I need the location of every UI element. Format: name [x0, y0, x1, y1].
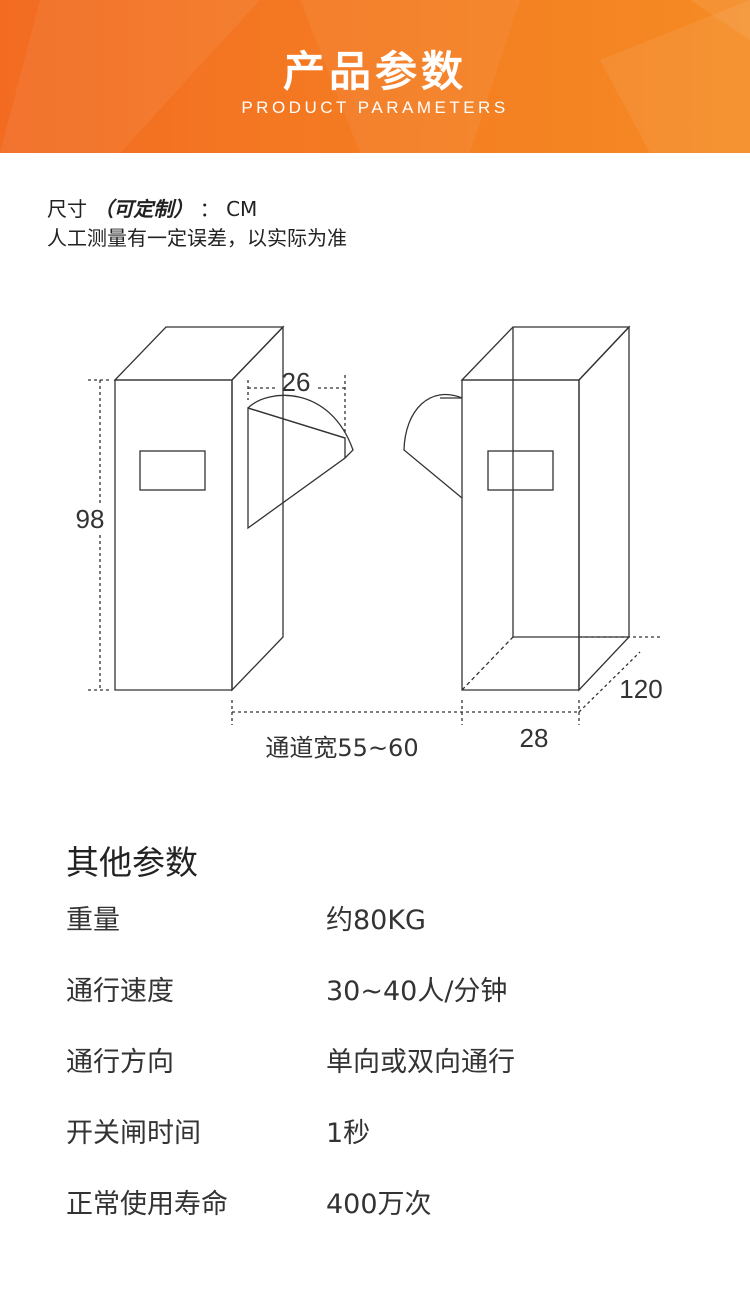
left-arm [247, 394, 354, 530]
param-row-weight: 重量 约80KG [66, 898, 686, 938]
arm-dimension-label: 26 [282, 367, 311, 397]
param-key: 通行速度 [66, 976, 174, 1007]
param-row-direction: 通行方向 单向或双向通行 [66, 1040, 686, 1080]
dimension-lines [88, 375, 660, 725]
right-arm [403, 393, 463, 499]
width-dimension-label: 28 [520, 723, 549, 753]
measurement-note: 人工测量有一定误差，以实际为准 [47, 226, 347, 250]
header-banner: 产品参数 PRODUCT PARAMETERS [0, 0, 750, 153]
param-key: 重量 [66, 905, 120, 936]
right-cabinet [460, 325, 631, 692]
param-value: 30~40人/分钟 [326, 976, 508, 1007]
param-row-speed: 通行速度 30~40人/分钟 [66, 969, 686, 1009]
channel-width-label: 通道宽55~60 [265, 734, 418, 762]
unit-label: ： CM [199, 197, 258, 221]
param-key: 通行方向 [66, 1047, 174, 1078]
page-title: 产品参数 [282, 47, 467, 96]
size-label: 尺寸 [47, 197, 87, 221]
param-row-gate-time: 开关闸时间 1秒 [66, 1111, 686, 1151]
size-note: 尺寸 （可定制） ： CM 人工测量有一定误差，以实际为准 [47, 195, 347, 253]
page-subtitle: PRODUCT PARAMETERS [241, 98, 509, 117]
left-cabinet [113, 325, 285, 692]
param-value: 单向或双向通行 [326, 1047, 515, 1078]
banner-decoration [0, 0, 750, 153]
depth-dimension-label: 120 [619, 674, 662, 704]
param-value: 400万次 [326, 1189, 432, 1220]
other-params-title: 其他参数 [66, 843, 198, 882]
left-display-panel [139, 450, 206, 491]
param-key: 开关闸时间 [66, 1118, 201, 1149]
param-value: 1秒 [326, 1118, 371, 1149]
height-dimension-label: 98 [76, 504, 105, 534]
param-key: 正常使用寿命 [66, 1189, 228, 1220]
param-row-lifespan: 正常使用寿命 400万次 [66, 1182, 686, 1222]
customizable-label: （可定制） [93, 197, 194, 221]
right-display-panel [487, 450, 554, 491]
turnstile-diagram: 98 26 120 28 通道宽55~60 [76, 325, 663, 762]
param-value: 约80KG [326, 905, 426, 936]
